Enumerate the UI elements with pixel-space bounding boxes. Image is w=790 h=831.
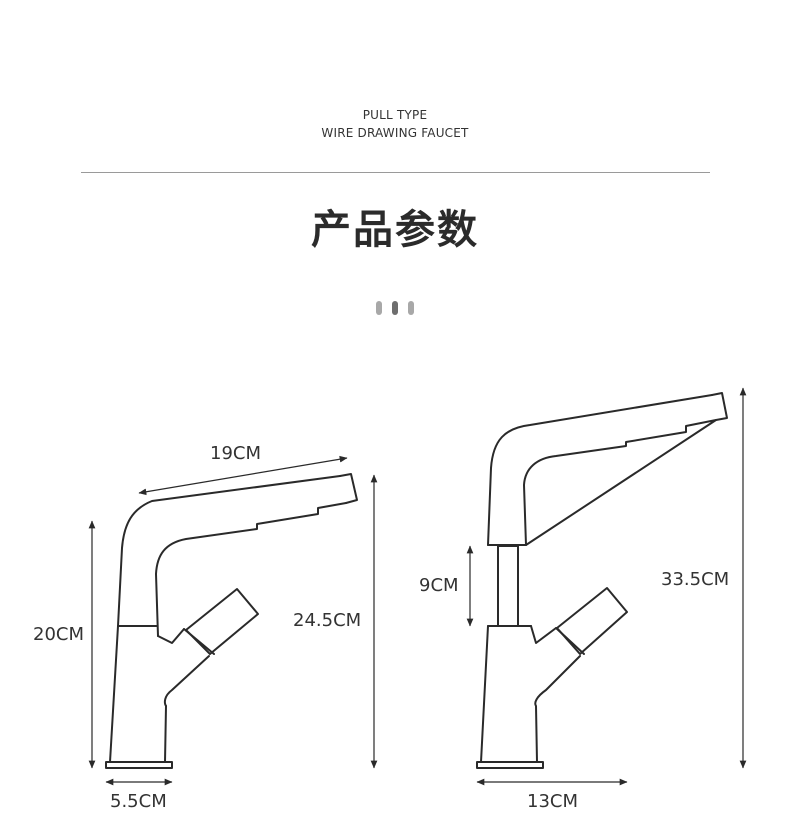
subtitle-line-1: PULL TYPE — [362, 108, 428, 122]
left-dimension-lines — [88, 455, 378, 786]
page-title: 产品参数 — [311, 207, 479, 253]
label-left-base-width: 5.5CM — [110, 791, 167, 812]
left-base-plate — [105, 761, 173, 769]
right-base-plate — [476, 761, 544, 769]
right-lower-left — [480, 625, 489, 763]
right-faucet-drawing — [476, 392, 728, 769]
label-spout-length: 19CM — [210, 443, 262, 464]
dim-19cm-line — [138, 455, 348, 496]
left-handle-neck — [183, 628, 215, 655]
dot-3 — [408, 301, 414, 315]
left-body-neck — [157, 628, 185, 644]
right-handle — [556, 587, 628, 655]
dot-1 — [376, 301, 382, 315]
label-right-base-width: 13CM — [527, 791, 579, 812]
label-extension-height: 9CM — [419, 575, 459, 596]
right-hose-segment — [497, 545, 519, 627]
left-body-outline — [109, 475, 341, 763]
pagination-dots — [376, 301, 416, 315]
right-lower-neck — [530, 625, 557, 644]
left-handle — [185, 588, 259, 655]
right-upper-outline — [487, 394, 713, 546]
label-right-total-height: 33.5CM — [661, 569, 730, 590]
label-left-body-height: 20CM — [33, 624, 85, 645]
left-body-lower — [163, 655, 210, 707]
right-handle-neck — [555, 627, 585, 655]
right-dimension-lines — [466, 387, 747, 786]
dot-2-active — [392, 301, 398, 315]
subtitle-line-2: WIRE DRAWING FAUCET — [321, 126, 469, 140]
header-divider — [81, 172, 710, 173]
left-spout-bottom — [155, 502, 347, 637]
left-body-right — [164, 705, 167, 763]
label-left-total-height: 24.5CM — [293, 610, 362, 631]
right-spout-bottom — [523, 419, 717, 546]
right-spout-tip — [711, 392, 728, 421]
right-lower-right — [534, 655, 581, 763]
left-spout-tip — [339, 473, 358, 504]
